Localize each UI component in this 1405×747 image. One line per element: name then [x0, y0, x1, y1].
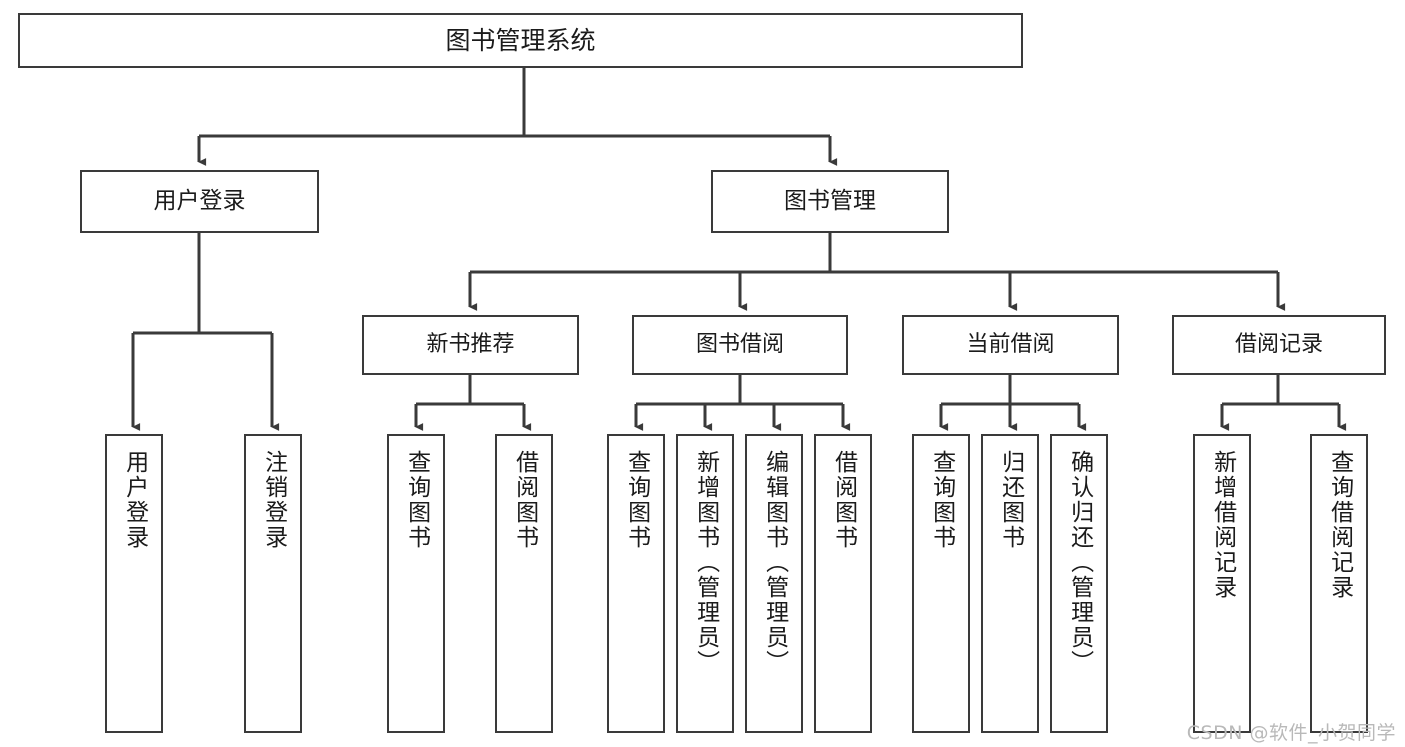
leaf-user-login-logout[interactable]: 注销登录	[244, 434, 302, 733]
node-label: 用户登录	[153, 187, 246, 214]
leaf-book-borrow-query[interactable]: 查询图书	[607, 434, 665, 733]
leaf-new-book-borrow[interactable]: 借阅图书	[495, 434, 553, 733]
node-label: 借阅记录	[1234, 332, 1323, 358]
node-label: 新增借阅记录	[1209, 450, 1236, 600]
node-label: 查询借阅记录	[1326, 450, 1353, 600]
leaf-user-login-login[interactable]: 用户登录	[105, 434, 163, 733]
node-book-borrow[interactable]: 图书借阅	[632, 315, 848, 375]
node-user-login[interactable]: 用户登录	[80, 170, 319, 233]
node-borrow-record[interactable]: 借阅记录	[1172, 315, 1386, 375]
watermark: CSDN @软件_小贺同学	[1186, 722, 1396, 744]
node-label: 新增图书（管理员）	[692, 450, 719, 675]
node-root-system[interactable]: 图书管理系统	[18, 13, 1023, 68]
leaf-current-borrow-return[interactable]: 归还图书	[981, 434, 1039, 733]
node-label: 归还图书	[997, 450, 1024, 550]
node-label: 图书借阅	[695, 332, 784, 358]
leaf-new-book-query[interactable]: 查询图书	[387, 434, 445, 733]
leaf-book-borrow-borrow[interactable]: 借阅图书	[814, 434, 872, 733]
leaf-book-borrow-edit[interactable]: 编辑图书（管理员）	[745, 434, 803, 733]
leaf-current-borrow-confirm-return[interactable]: 确认归还（管理员）	[1050, 434, 1108, 733]
node-label: 借阅图书	[511, 450, 538, 550]
node-label: 借阅图书	[830, 450, 857, 550]
node-book-management[interactable]: 图书管理	[711, 170, 949, 233]
node-label: 新书推荐	[426, 332, 515, 358]
node-label: 当前借阅	[966, 332, 1055, 358]
node-label: 用户登录	[121, 450, 148, 550]
leaf-book-borrow-add[interactable]: 新增图书（管理员）	[676, 434, 734, 733]
node-new-book-recommend[interactable]: 新书推荐	[362, 315, 579, 375]
node-label: 注销登录	[260, 450, 287, 550]
node-label: 确认归还（管理员）	[1066, 450, 1093, 675]
leaf-current-borrow-query[interactable]: 查询图书	[912, 434, 970, 733]
node-current-borrow[interactable]: 当前借阅	[902, 315, 1119, 375]
node-label: 编辑图书（管理员）	[761, 450, 788, 675]
node-label: 图书管理系统	[445, 25, 596, 55]
node-label: 图书管理	[784, 187, 876, 214]
node-label: 查询图书	[928, 450, 955, 550]
node-label: 查询图书	[623, 450, 650, 550]
leaf-borrow-record-add[interactable]: 新增借阅记录	[1193, 434, 1251, 733]
leaf-borrow-record-query[interactable]: 查询借阅记录	[1310, 434, 1368, 733]
node-label: 查询图书	[403, 450, 430, 550]
